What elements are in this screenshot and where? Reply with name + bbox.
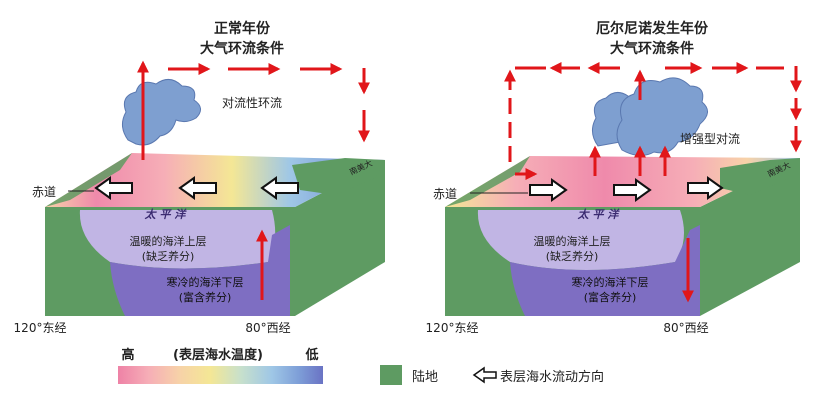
cold-layer-label-right: 寒冷的海洋下层 (572, 275, 649, 289)
warm-layer-left (79, 210, 276, 269)
land-swatch (380, 365, 402, 385)
land-patch-left (292, 158, 385, 195)
land-west-right (445, 156, 530, 207)
title-right-line2: 大气环流条件 (610, 40, 694, 57)
lon-label-right-west: 120°东经 (426, 321, 479, 335)
current-arrow-right-2 (613, 178, 652, 202)
legend-high-label: 高 (121, 347, 134, 363)
cold-layer-sub-left: (富含养分) (179, 290, 232, 304)
temperature-color-scale (118, 366, 323, 384)
convection-label-left: 对流性环流 (222, 96, 282, 110)
current-arrow-right-3 (687, 176, 724, 200)
legend-arrow-label: 表层海水流动方向 (500, 369, 604, 385)
current-arrow-left-2 (178, 176, 217, 200)
warm-layer-sub-right: (缺乏养分) (546, 249, 599, 263)
convection-label-right: 增强型对流 (680, 132, 740, 146)
ocean-label-right: 太 平 洋 (577, 208, 621, 221)
current-direction-icon (472, 366, 497, 384)
equator-label-left: 赤道 (32, 185, 56, 199)
lon-label-right-east: 80°西经 (663, 321, 708, 335)
warm-layer-label-right: 温暖的海洋上层 (534, 234, 611, 248)
warm-layer-label-left: 温暖的海洋上层 (130, 234, 207, 248)
legend: 高 (表层海水温度) 低 陆地 表层海水流动方向 (118, 347, 604, 385)
legend-land-label: 陆地 (412, 369, 438, 385)
current-arrow-left-3 (260, 176, 299, 200)
land-west-left (45, 153, 132, 207)
cold-layer-label-left: 寒冷的海洋下层 (167, 275, 244, 289)
current-arrow-right-1 (529, 178, 568, 202)
side-face-left (295, 160, 385, 316)
warm-layer-right (477, 210, 684, 270)
title-left-line1: 正常年份 (214, 20, 271, 37)
title-left-line2: 大气环流条件 (200, 40, 284, 57)
current-arrow-left-1 (94, 176, 133, 200)
cold-layer-right (510, 225, 700, 316)
lon-label-left-west: 120°东经 (14, 321, 67, 335)
cold-layer-left (110, 225, 290, 316)
legend-low-label: 低 (304, 347, 318, 363)
warm-layer-sub-left: (缺乏养分) (142, 249, 195, 263)
title-right-line1: 厄尔尼诺发生年份 (596, 20, 709, 37)
equator-label-right: 赤道 (433, 187, 457, 201)
land-patch-right (720, 158, 800, 195)
side-face-right (700, 158, 800, 316)
legend-scale-title: (表层海水温度) (173, 347, 263, 363)
lon-label-left-east: 80°西经 (245, 321, 290, 335)
cold-layer-sub-right: (富含养分) (584, 290, 637, 304)
ocean-label-left: 太 平 洋 (144, 208, 188, 221)
cloud-left (122, 79, 201, 146)
normal-year-panel: 正常年份 大气环流条件 对流性环流 赤道 太 平 洋 温暖的海洋上层 (缺乏养分… (14, 20, 385, 335)
el-nino-year-panel: 厄尔尼诺发生年份 大气环流条件 增强型对流 赤道 太 平 洋 温暖的海洋上层 (… (426, 20, 802, 335)
